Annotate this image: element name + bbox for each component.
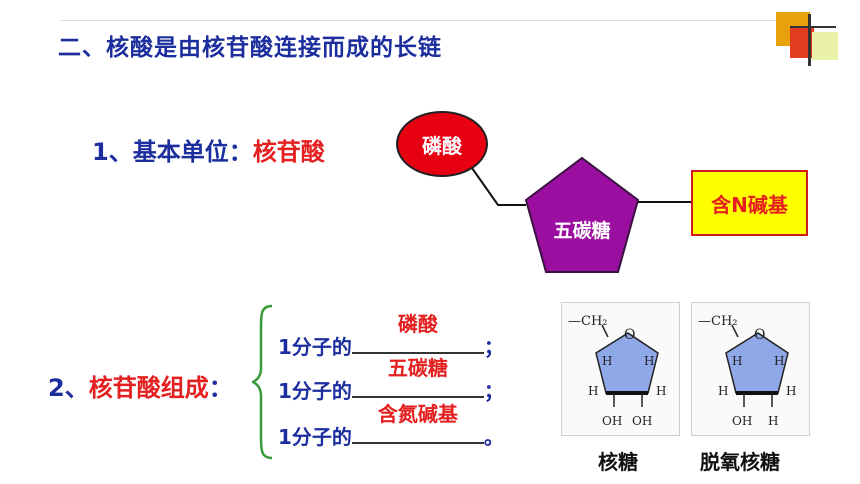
nitrogenous-base-box: 含N碱基	[691, 170, 808, 236]
slide-title: 二、核酸是由核苷酸连接而成的长链	[58, 35, 442, 61]
component-lead: 1分子的	[278, 379, 352, 403]
pentose-pentagon	[524, 156, 640, 273]
component-end: ；	[483, 379, 504, 403]
hydroxyl-label: OH	[632, 414, 652, 428]
ribose-caption: 核糖	[598, 450, 638, 474]
hydrogen-label: H	[718, 384, 728, 398]
ring-oxygen: O	[624, 327, 635, 343]
ch2-group: —CH₂	[698, 314, 738, 329]
left-brace	[252, 304, 273, 460]
deoxyribose-structure-diagram: —CH₂ O H H H H OH H	[698, 314, 796, 428]
component-lead: 1分子的	[278, 425, 352, 449]
section-composition: 2、核苷酸组成：	[48, 368, 233, 403]
hydroxyl-label: OH	[602, 414, 622, 428]
component-answer: 含氮碱基	[377, 402, 458, 426]
corner-decoration	[808, 14, 811, 66]
hydrogen-label: H	[768, 414, 778, 428]
ch2-group: —CH₂	[568, 314, 608, 329]
component-row: 1分子的 磷酸 ；	[278, 312, 504, 360]
hydrogen-label: H	[786, 384, 796, 398]
component-answer: 磷酸	[397, 312, 438, 336]
deoxyribose-structure-card: —CH₂ O H H H H OH H	[691, 302, 810, 436]
component-row: 1分子的 五碳糖 ；	[278, 356, 504, 404]
section-basic-unit-highlight: 核苷酸	[252, 138, 325, 166]
answer-blank: 五碳糖	[351, 356, 484, 398]
component-row: 1分子的 含氮碱基。	[278, 402, 504, 450]
corner-decoration	[812, 32, 838, 60]
deoxyribose-caption: 脱氧核糖	[700, 450, 780, 474]
component-answer: 五碳糖	[387, 356, 448, 380]
component-end: ；	[483, 335, 504, 359]
hydrogen-label: H	[602, 354, 612, 368]
hydrogen-label: H	[644, 354, 654, 368]
section-composition-colon: ：	[208, 374, 233, 402]
corner-decoration	[790, 26, 836, 28]
section-composition-highlight: 核苷酸组成	[88, 374, 209, 402]
hydrogen-label: H	[774, 354, 784, 368]
section-composition-label: 2、	[48, 374, 89, 402]
top-divider	[60, 20, 800, 21]
component-lead: 1分子的	[278, 335, 352, 359]
answer-blank: 含氮碱基	[351, 402, 484, 444]
hydrogen-label: H	[732, 354, 742, 368]
ribose-structure-card: —CH₂ O H H H H OH OH	[561, 302, 680, 436]
ring-oxygen: O	[754, 327, 765, 343]
section-basic-unit-label: 1、基本单位：	[92, 138, 253, 166]
ribose-structure-diagram: —CH₂ O H H H H OH OH	[568, 314, 666, 428]
pentose-label: 五碳糖	[553, 220, 611, 242]
phosphate-sugar-bond	[471, 167, 526, 206]
answer-blank: 磷酸	[351, 312, 484, 354]
hydrogen-label: H	[588, 384, 598, 398]
component-end: 。	[483, 425, 504, 449]
hydroxyl-label: OH	[732, 414, 752, 428]
section-basic-unit: 1、基本单位：核苷酸	[92, 132, 325, 167]
hydrogen-label: H	[656, 384, 666, 398]
phosphate-circle: 磷酸	[396, 111, 488, 177]
